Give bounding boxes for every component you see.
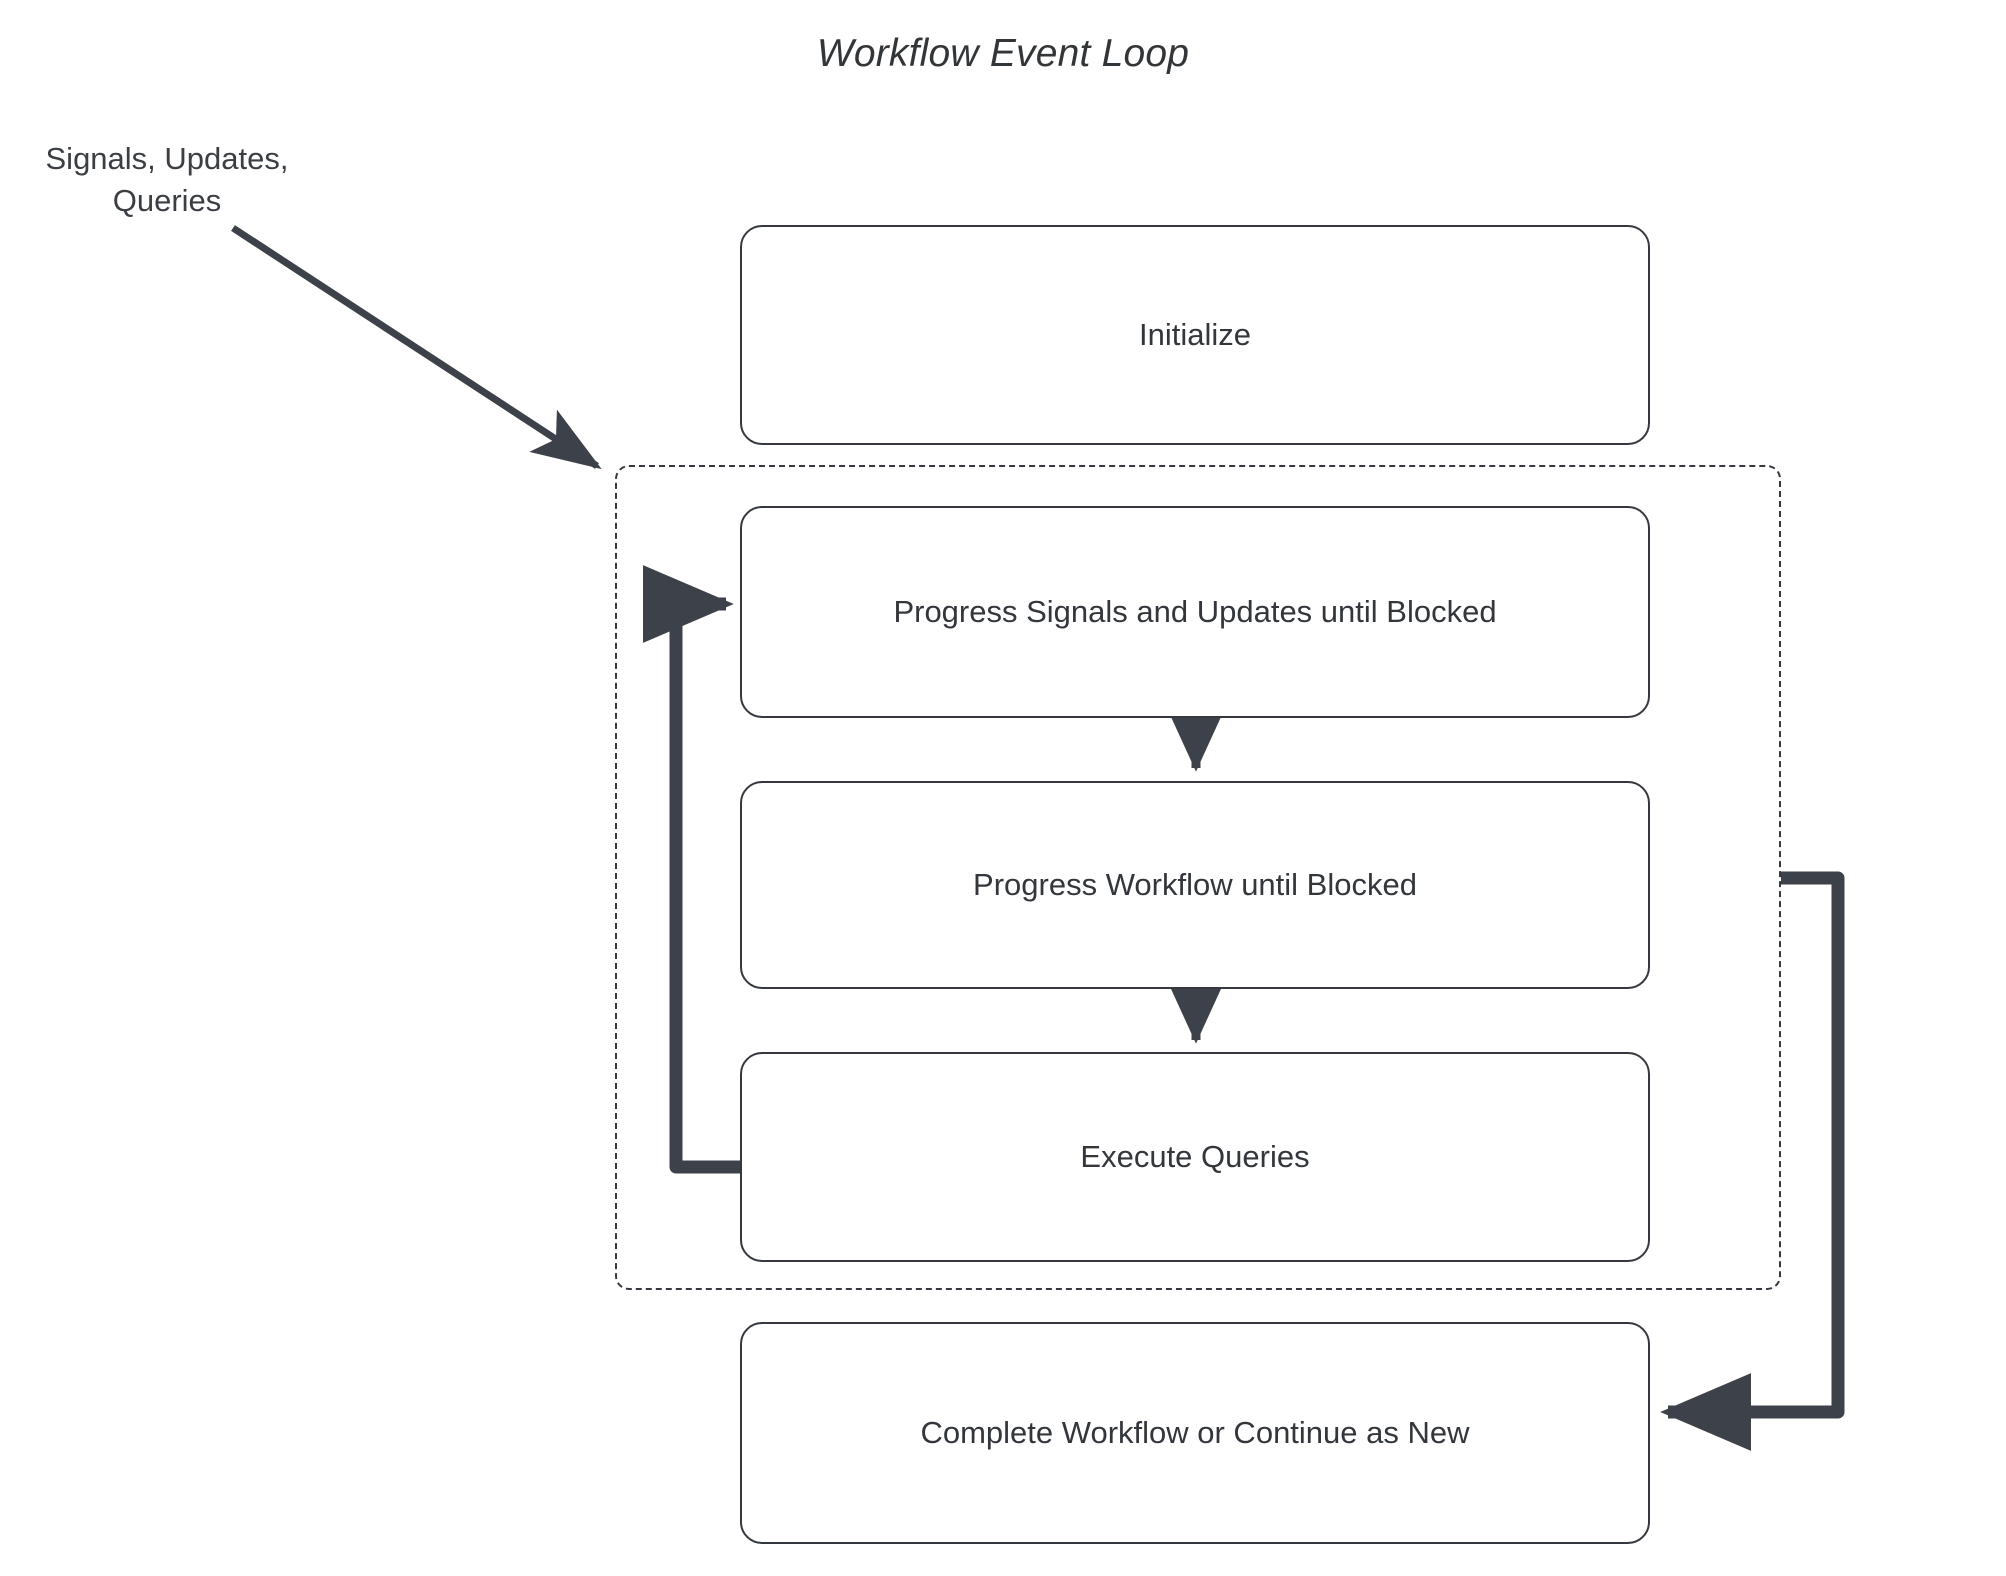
node-progress-signals[interactable]: Progress Signals and Updates until Block… (740, 506, 1650, 718)
page-title: Workflow Event Loop (816, 32, 1190, 75)
node-progress-workflow[interactable]: Progress Workflow until Blocked (740, 781, 1650, 989)
node-complete-workflow[interactable]: Complete Workflow or Continue as New (740, 1322, 1650, 1544)
node-initialize[interactable]: Initialize (740, 225, 1650, 445)
external-input-label-line-2: Queries (112, 183, 222, 218)
edge-external-input-to-loop (231, 225, 602, 470)
external-input-label: Signals, Updates, Queries (22, 138, 312, 222)
node-execute-queries[interactable]: Execute Queries (740, 1052, 1650, 1262)
event-loop-container (615, 465, 1781, 1290)
external-input-label-line-1: Signals, Updates, (45, 141, 289, 176)
